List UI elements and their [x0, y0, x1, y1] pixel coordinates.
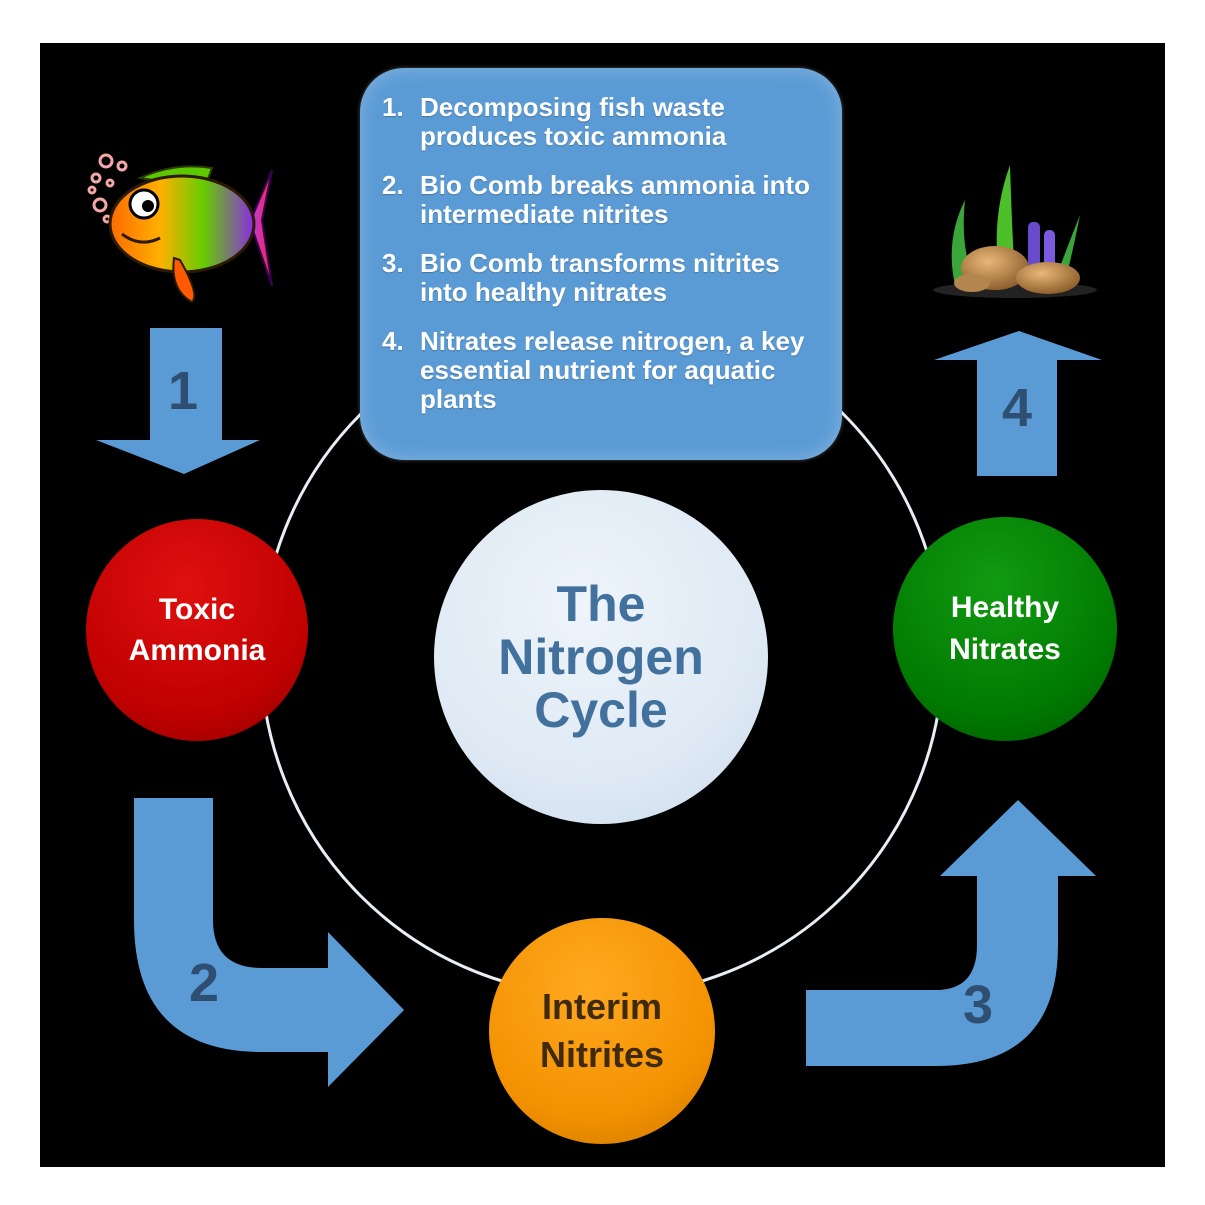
node-label: Nitrites: [539, 1034, 665, 1075]
arrow-2-number: 2: [189, 953, 220, 1013]
interim-nitrites-node: Interim Nitrites: [489, 918, 715, 1144]
step-text: Bio Comb transforms nitrites into health…: [420, 248, 780, 307]
center-title-line: Nitrogen: [498, 628, 704, 685]
step-item: 1. Decomposing fish waste produces toxic …: [382, 93, 822, 151]
step-text: Nitrates release nitrogen, a key essenti…: [420, 326, 805, 414]
steps-box: 1. Decomposing fish waste produces toxic …: [360, 68, 842, 460]
healthy-nitrates-node: Healthy Nitrates: [893, 517, 1117, 741]
node-label: Nitrates: [949, 633, 1061, 666]
arrow-1-number: 1: [168, 361, 199, 421]
step-number: 3.: [382, 248, 404, 278]
step-item: 4. Nitrates release nitrogen, a key essen…: [382, 327, 822, 414]
aquatic-plants-icon: [933, 165, 1097, 298]
arrow-3: [806, 800, 1096, 1066]
arrow-4: [934, 331, 1102, 476]
arrow-2: [134, 798, 404, 1087]
node-label: Toxic: [158, 593, 236, 626]
step-item: 3. Bio Comb transforms nitrites into heal…: [382, 249, 822, 307]
center-title-line: Cycle: [534, 681, 668, 738]
arrow-1: [96, 328, 260, 474]
step-text: Bio Comb breaks ammonia into intermediat…: [420, 170, 811, 229]
toxic-ammonia-node: Toxic Ammonia: [86, 519, 308, 741]
step-number: 2.: [382, 170, 404, 200]
step-item: 2. Bio Comb breaks ammonia into intermedi…: [382, 171, 822, 229]
fish-icon: [87, 153, 273, 304]
center-title-circle: The Nitrogen Cycle: [434, 490, 768, 824]
node-label: Ammonia: [128, 634, 266, 667]
arrow-4-number: 4: [1002, 378, 1033, 438]
step-text: Decomposing fish waste produces toxic am…: [420, 92, 727, 151]
step-number: 4.: [382, 326, 404, 356]
steps-list: 1. Decomposing fish waste produces toxic …: [382, 93, 822, 414]
center-title-line: The: [556, 575, 646, 632]
arrow-3-number: 3: [963, 975, 994, 1035]
node-label: Interim: [541, 986, 663, 1027]
step-number: 1.: [382, 92, 404, 122]
node-label: Healthy: [950, 591, 1060, 624]
